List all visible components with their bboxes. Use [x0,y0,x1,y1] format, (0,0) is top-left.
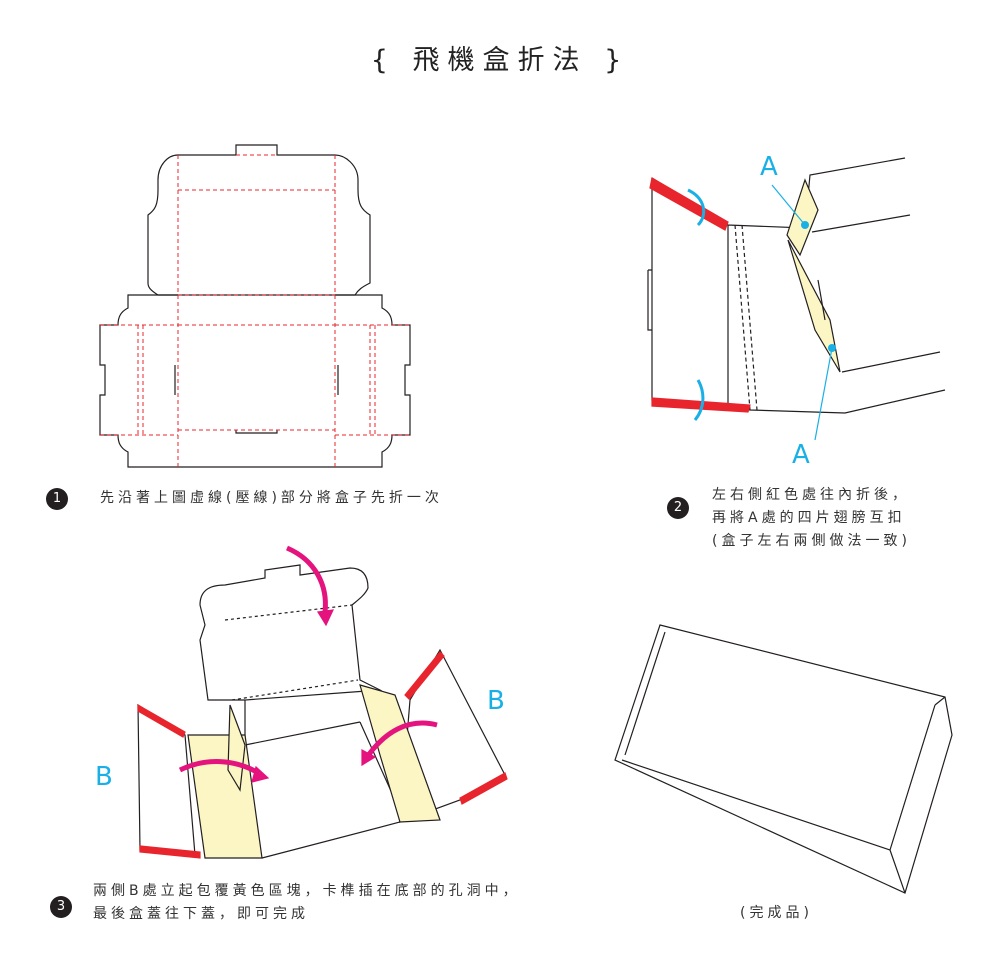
caption-line: 先沿著上圖虛線(壓線)部分將盒子先折一次 [100,490,443,506]
step-1-caption: 先沿著上圖虛線(壓線)部分將盒子先折一次 [100,487,443,510]
label-b-right: B [487,686,505,716]
finished-box-diagram [614,624,953,894]
caption-line: 兩側B處立起包覆黃色區塊，卡榫插在底部的孔洞中， [93,883,521,899]
label-b-left: B [95,762,113,792]
caption-line: (盒子左右兩側做法一致) [712,533,911,549]
step-2-caption: 左右側紅色處往內折後， 再將A處的四片翅膀互扣 (盒子左右兩側做法一致) [712,484,911,553]
step3-diagram [137,545,508,859]
dieline-diagram [99,144,411,468]
step-3-badge: 3 [50,896,72,918]
step2-diagram [647,157,946,441]
label-a-bottom: A [792,440,810,470]
step-3-caption: 兩側B處立起包覆黃色區塊，卡榫插在底部的孔洞中， 最後盒蓋往下蓋，即可完成 [93,880,521,926]
caption-line: 左右側紅色處往內折後， [712,487,910,503]
caption-line: 再將A處的四片翅膀互扣 [712,510,906,526]
caption-line: 最後盒蓋往下蓋，即可完成 [93,906,309,922]
step-1-badge: 1 [46,488,68,510]
finished-caption: (完成品) [740,905,813,921]
page-title: { 飛機盒折法 } [370,45,630,76]
step-2-badge: 2 [667,497,689,519]
label-a-top: A [760,152,778,182]
